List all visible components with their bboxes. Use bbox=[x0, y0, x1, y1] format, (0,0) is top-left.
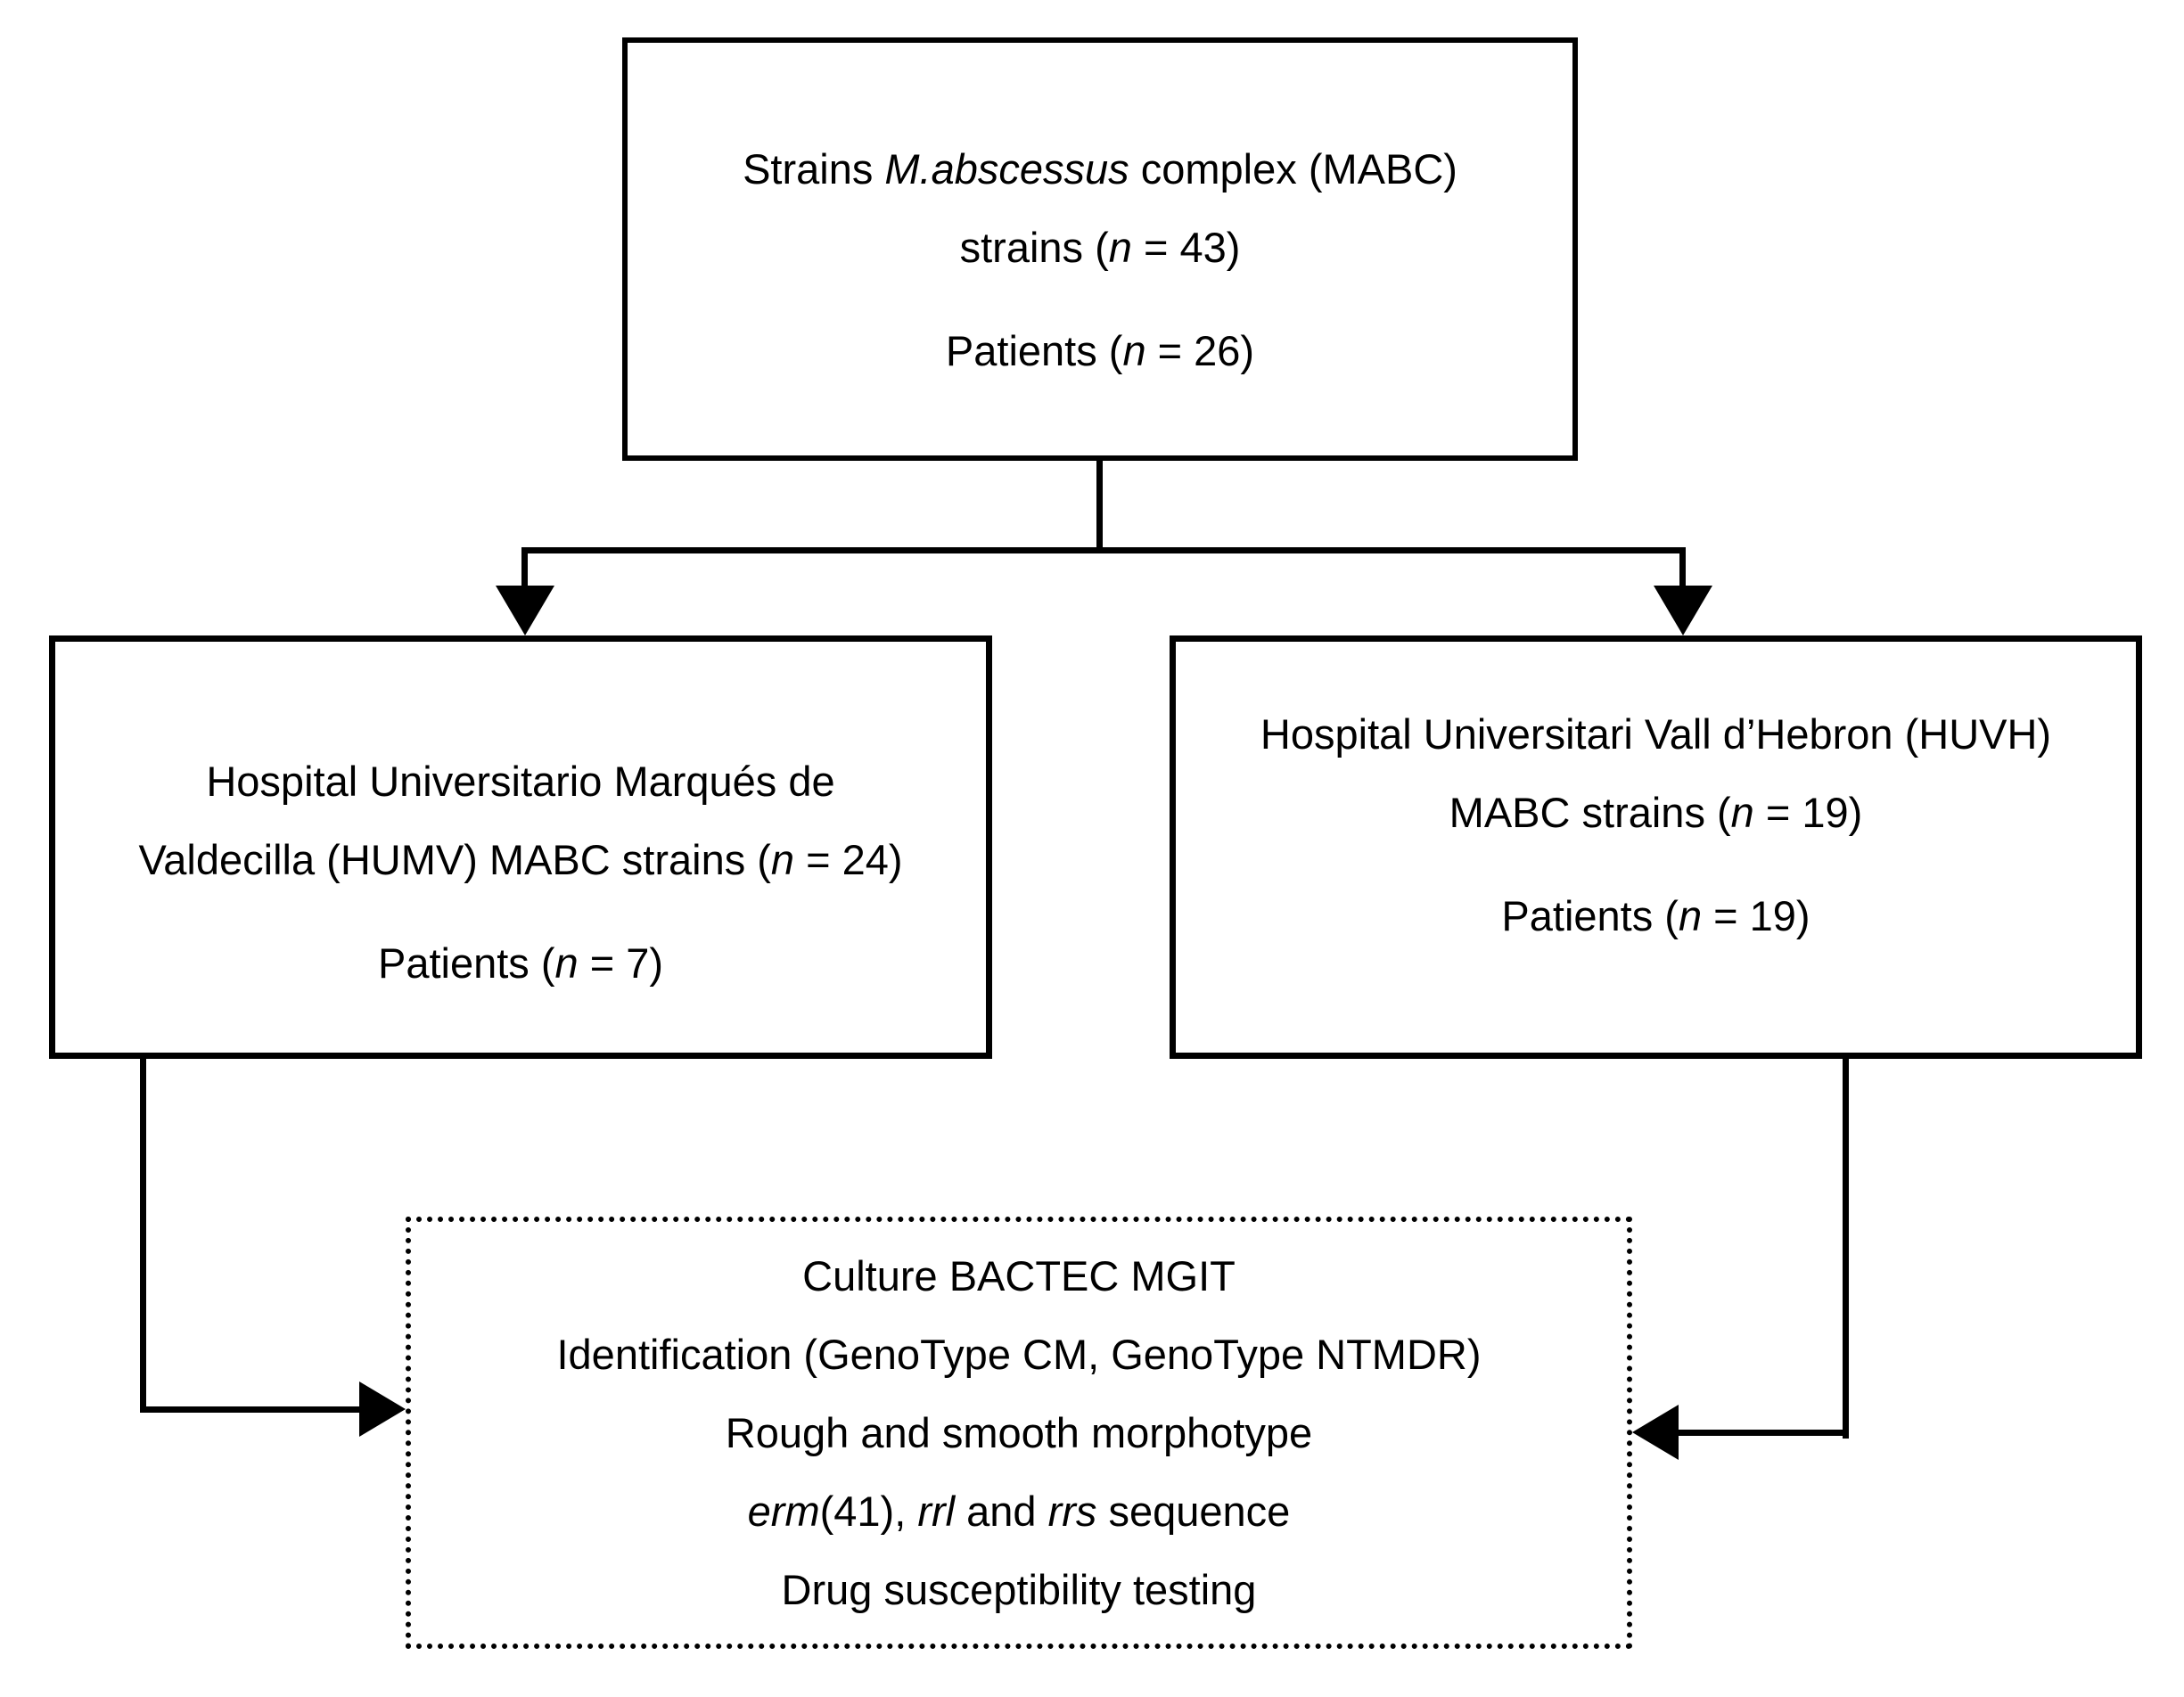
box-mabc-strains: Strains M.abscessus complex (MABC) strai… bbox=[622, 37, 1578, 461]
box-text-line: Culture BACTEC MGIT bbox=[802, 1251, 1236, 1299]
box-text-line: Hospital Universitario Marqués de bbox=[206, 757, 835, 805]
box-text-line: Identification (GenoType CM, GenoType NT… bbox=[556, 1330, 1482, 1378]
box-huvh: Hospital Universitari Vall d’Hebron (HUV… bbox=[1170, 635, 2142, 1059]
connector-drop-right bbox=[1679, 547, 1686, 594]
box-workflow-dotted: Culture BACTEC MGIT Identification (Geno… bbox=[406, 1217, 1632, 1649]
box-humv: Hospital Universitario Marqués de Valdec… bbox=[49, 635, 992, 1059]
box-text-line: Hospital Universitari Vall d’Hebron (HUV… bbox=[1260, 709, 2052, 758]
arrowhead-left-icon bbox=[1632, 1405, 1679, 1460]
arrowhead-right-icon bbox=[359, 1381, 406, 1437]
box-text-line: erm(41), rrl and rrs sequence bbox=[747, 1487, 1291, 1535]
box-text-line: Drug susceptibility testing bbox=[781, 1565, 1257, 1613]
box-text-line: strains (n = 43) bbox=[959, 223, 1241, 271]
box-text-line: MABC strains (n = 19) bbox=[1449, 788, 1863, 836]
connector-humv-bar bbox=[140, 1406, 363, 1413]
box-text-line: Valdecilla (HUMV) MABC strains (n = 24) bbox=[138, 835, 903, 883]
box-text-line: Patients (n = 7) bbox=[377, 939, 664, 987]
connector-huvh-stem bbox=[1843, 1059, 1849, 1439]
box-text-line: Patients (n = 19) bbox=[1501, 891, 1810, 939]
connector-huvh-bar bbox=[1679, 1430, 1849, 1436]
connector-drop-left bbox=[521, 547, 528, 594]
connector-split-bar bbox=[521, 547, 1686, 553]
box-text-line: Patients (n = 26) bbox=[945, 326, 1255, 374]
box-text-line: Rough and smooth morphotype bbox=[725, 1408, 1313, 1456]
box-text-line: Strains M.abscessus complex (MABC) bbox=[743, 144, 1457, 193]
connector-top-stem bbox=[1096, 461, 1103, 553]
arrowhead-down-icon bbox=[1654, 586, 1712, 635]
arrowhead-down-icon bbox=[496, 586, 554, 635]
connector-humv-stem bbox=[140, 1059, 146, 1413]
